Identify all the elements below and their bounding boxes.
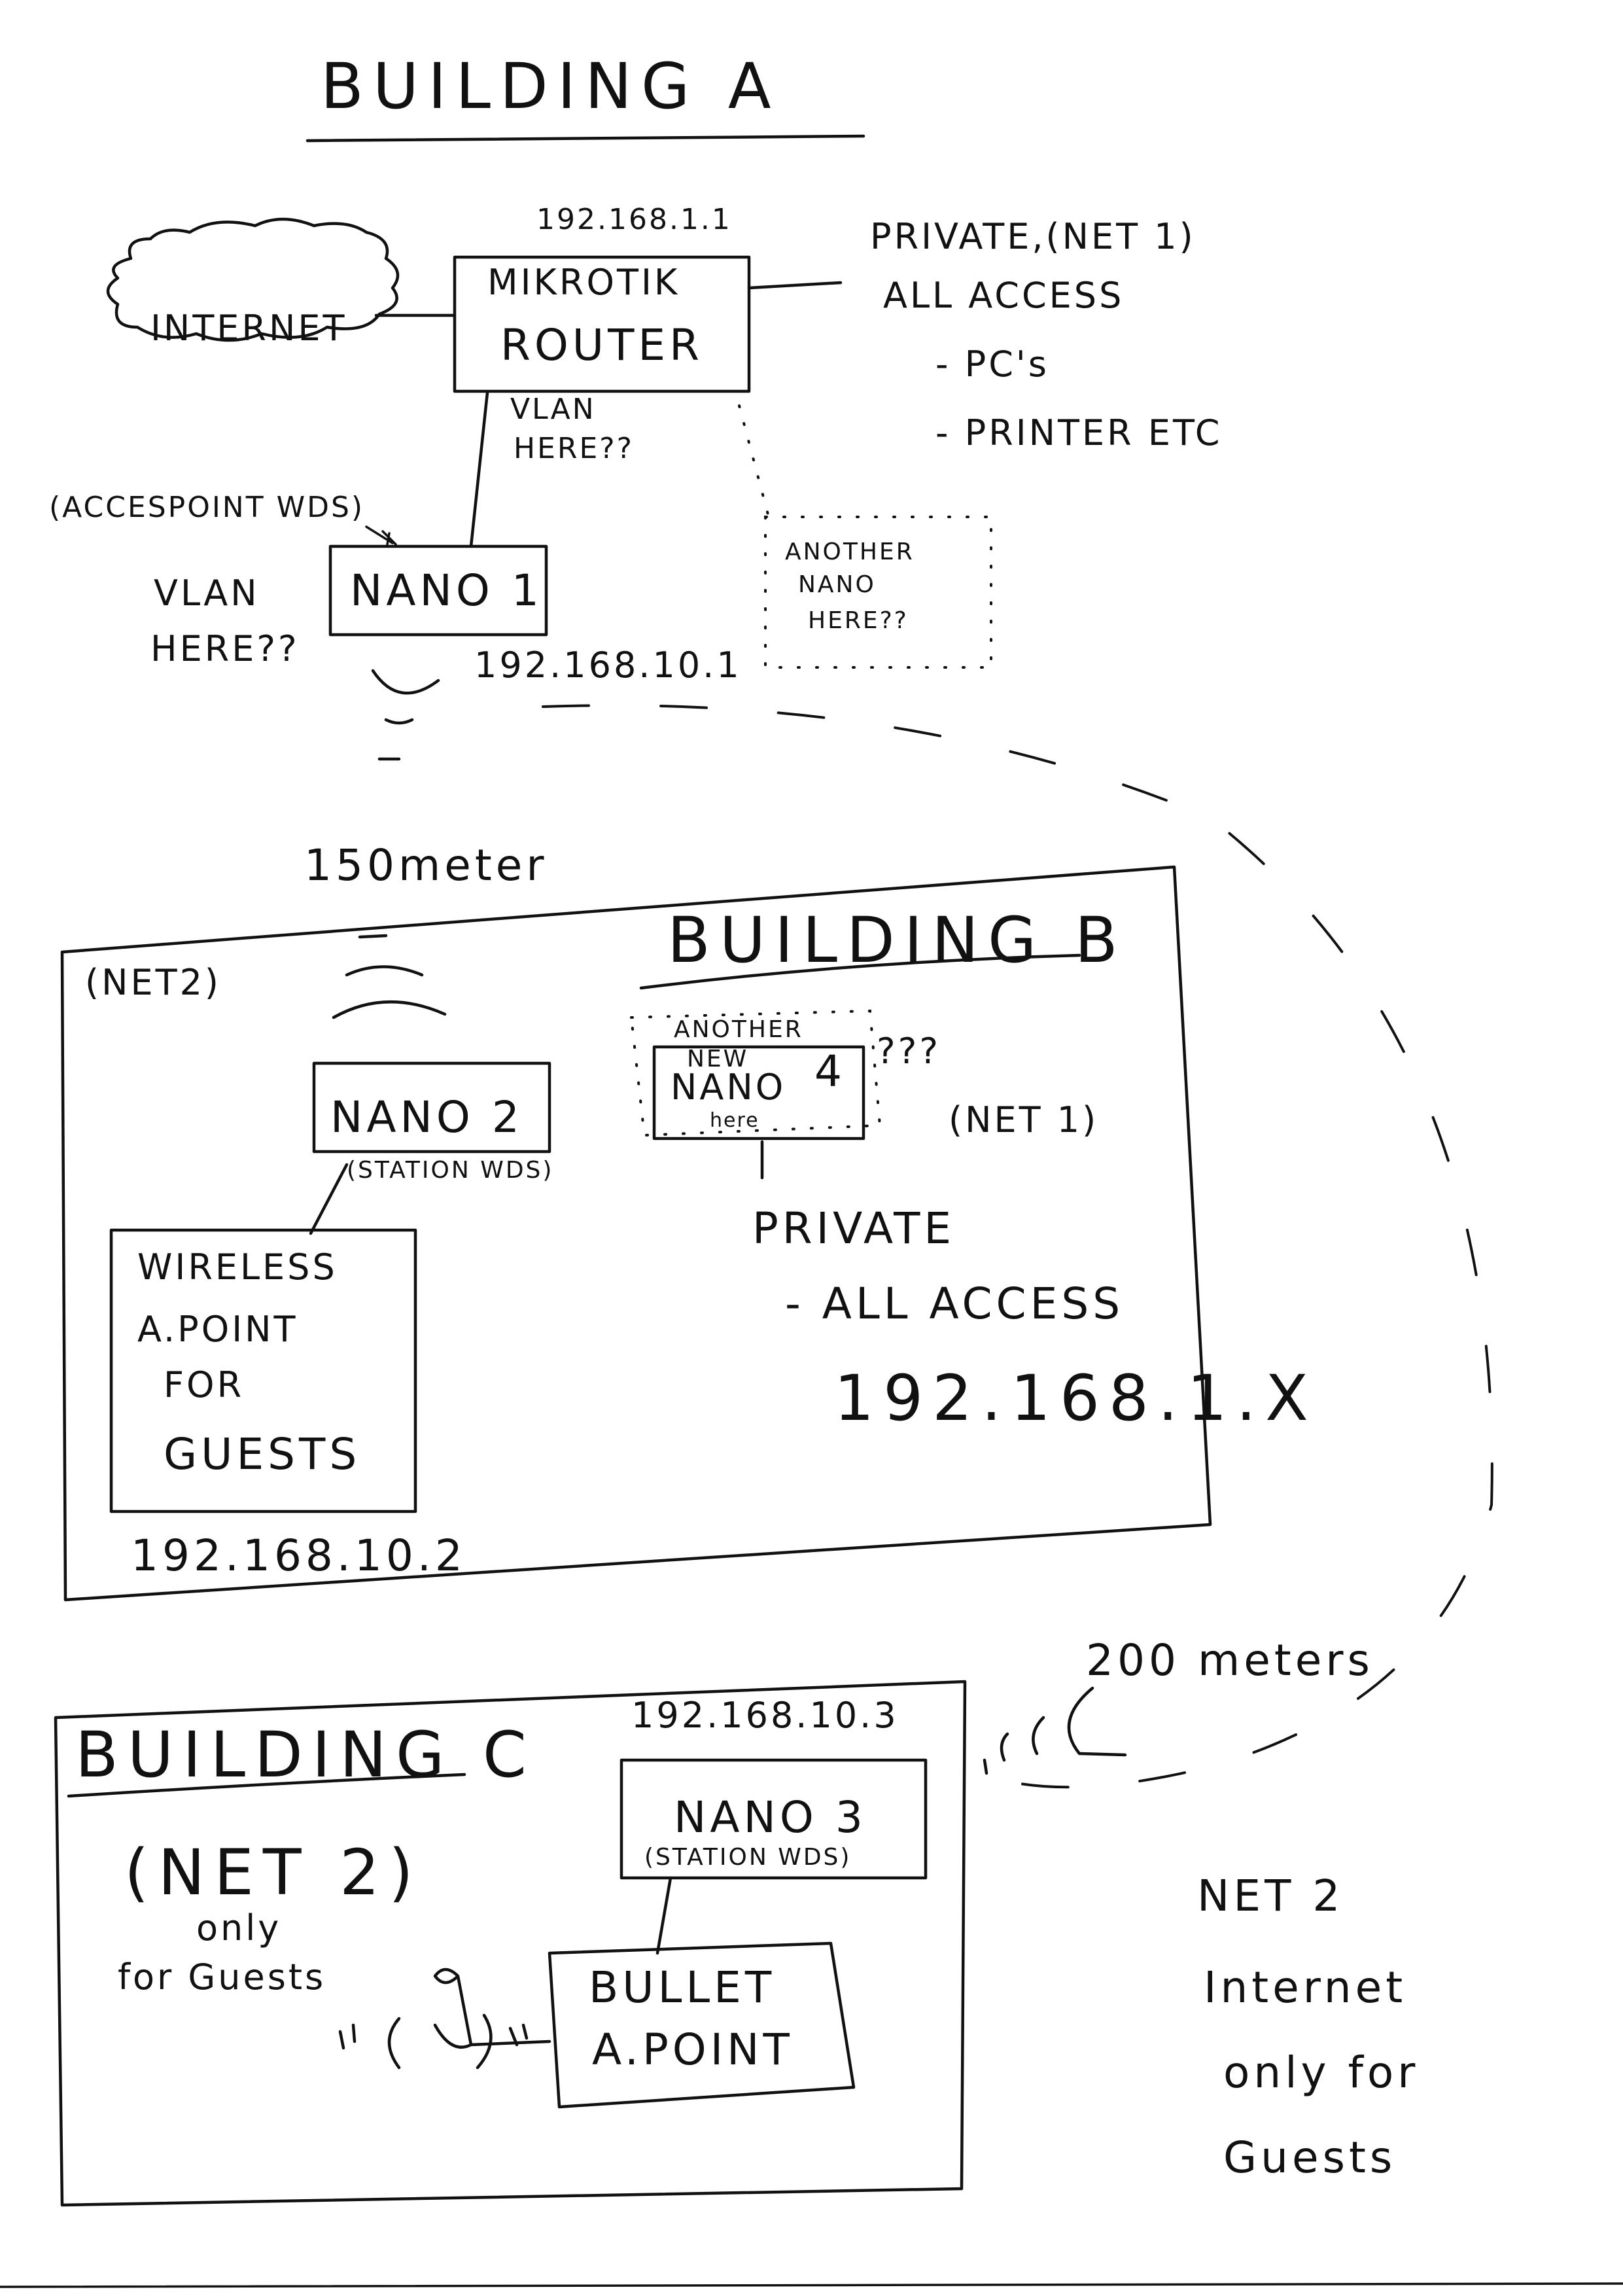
nano2-signal-waves (332, 934, 447, 1019)
page-bottom-edge (0, 2282, 1623, 2288)
building-b-title: BUILDING B (667, 904, 1127, 977)
nano3-mode: (STATION WDS) (644, 1844, 851, 1871)
guest-ap-line4: GUESTS (164, 1429, 360, 1479)
distance-ac-signal (983, 1686, 1127, 1775)
nano3-bullet-link (655, 1876, 672, 1955)
another-nano-line2: NANO (798, 571, 876, 598)
nano4-line2: NEW (687, 1046, 748, 1072)
private-net-title: PRIVATE,(NET 1) (870, 216, 1196, 257)
bullet-antenna-icon (338, 1968, 551, 2070)
nano1-ip: 192.168.10.1 (474, 645, 742, 686)
building-c-net-note-line1: only (196, 1907, 281, 1949)
nano2-box (312, 1061, 551, 1154)
nano1-vlan-line2: HERE?? (150, 628, 300, 669)
mikrotik-router-box (453, 255, 751, 393)
building-c-net-note-line2: for Guests (118, 1956, 326, 1998)
router-nano1-link (469, 391, 489, 548)
building-b-title-underline (639, 953, 1081, 990)
nano3-box (620, 1758, 928, 1880)
net2-note-title: NET 2 (1197, 1871, 1344, 1921)
router-ip: 192.168.1.1 (536, 203, 732, 236)
net2-note-line2: only for (1223, 2047, 1419, 2098)
another-nano-dotted-box (764, 516, 992, 669)
building-c-title-underline (67, 1773, 466, 1798)
nano1-signal-waves (371, 669, 440, 761)
nano1-box (328, 544, 548, 637)
bullet-line1: BULLET (589, 1962, 775, 2013)
building-b-private-access: - ALL ACCESS (785, 1279, 1124, 1329)
nano4-number: 4 (814, 1046, 846, 1097)
nano1-vlan-line1: VLAN (154, 573, 260, 614)
building-c-net-label: (NET 2) (124, 1836, 423, 1909)
building-c-frame (54, 1680, 967, 2207)
building-a-title-underline (305, 134, 865, 143)
building-b-private-ip: 192.168.1.X (834, 1362, 1318, 1435)
vlan-router-line2: HERE?? (514, 432, 634, 465)
router-private-link (747, 281, 843, 290)
net2-note-line3: Guests (1223, 2132, 1396, 2183)
building-b-net-label: (NET2) (85, 962, 221, 1003)
nano1-mode: (ACCESPOINT WDS) (49, 491, 364, 524)
private-net-item-pcs: - PC's (935, 344, 1049, 385)
vlan-router-line1: VLAN (510, 393, 596, 426)
guest-ap-ip: 192.168.10.2 (131, 1530, 466, 1581)
guest-ap-line2: A.POINT (137, 1309, 298, 1350)
distance-ab: 150meter (304, 840, 548, 891)
nano4-line4: here (710, 1109, 759, 1132)
nano1-mode-arrow (365, 525, 397, 546)
nano3-ip: 192.168.10.3 (631, 1695, 899, 1736)
guest-ap-line1: WIRELESS (137, 1246, 338, 1288)
guest-ap-box (109, 1228, 417, 1513)
private-net-access: ALL ACCESS (883, 275, 1124, 316)
nano4-marks: ??? (877, 1031, 941, 1072)
internet-cloud (106, 217, 400, 342)
internet-label: INTERNET (150, 308, 347, 349)
nano2-guest-ap-link (309, 1163, 349, 1235)
bullet-ap-box (548, 1941, 856, 2109)
nano4-net: (NET 1) (949, 1099, 1098, 1140)
another-nano-line3: HERE?? (808, 607, 909, 634)
long-range-dashed-link (542, 704, 1493, 1789)
nano4-box (652, 1045, 865, 1140)
nano3-label: NANO 3 (674, 1792, 867, 1843)
private-net-item-printer: - PRINTER ETC (935, 412, 1223, 453)
bullet-line2: A.POINT (592, 2024, 794, 2075)
building-b-frame (60, 865, 1212, 1602)
nano4-line1: ANOTHER (674, 1016, 803, 1043)
router-label-line2: ROUTER (500, 320, 703, 370)
building-c-title: BUILDING C (75, 1718, 536, 1792)
router-another-nano-dotted-link (738, 404, 770, 518)
nano2-label: NANO 2 (330, 1092, 523, 1142)
building-a-title: BUILDING A (321, 50, 780, 123)
net2-note-line1: Internet (1204, 1962, 1406, 2013)
nano4-line3: NANO (671, 1067, 786, 1108)
router-label-line1: MIKROTIK (487, 262, 680, 303)
distance-ac: 200 meters (1086, 1635, 1374, 1686)
building-b-private-title: PRIVATE (752, 1203, 955, 1254)
guest-ap-line3: FOR (164, 1364, 244, 1405)
nano2-mode: (STATION WDS) (347, 1157, 553, 1184)
nano1-label: NANO 1 (350, 565, 543, 616)
another-nano-line1: ANOTHER (785, 539, 915, 565)
